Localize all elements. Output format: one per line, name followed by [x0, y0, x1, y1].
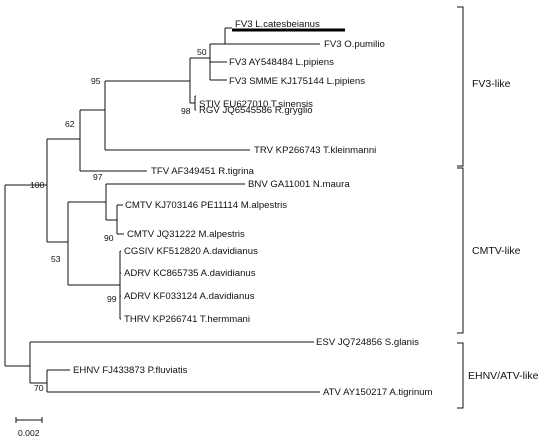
bootstrap-value: 90 — [104, 233, 114, 243]
bootstrap-value: 50 — [197, 47, 207, 57]
taxon-label: CGSIV KF512820 A.davidianus — [124, 246, 258, 257]
bootstrap-value: 95 — [91, 76, 101, 86]
ehnv-atv-like-label: EHNV/ATV-like — [468, 370, 539, 382]
bootstrap-value: 62 — [65, 119, 75, 129]
taxon-label: FV3 SMME KJ175144 L.pipiens — [229, 76, 365, 87]
bootstrap-value: 97 — [93, 172, 103, 182]
taxon-label: TFV AF349451 R.tigrina — [151, 166, 255, 177]
taxon-label: CMTV JQ31222 M.alpestris — [127, 229, 245, 240]
ehnv-atv-like-bracket — [457, 342, 464, 409]
fv3-like-bracket — [457, 6, 464, 167]
cmtv-like-label: CMTV-like — [472, 245, 521, 257]
bootstrap-value: 53 — [51, 254, 61, 264]
taxon-label: THRV KP266741 T.hermmani — [124, 314, 250, 325]
taxon-label: STIV EU627010 T.sinensis — [199, 99, 313, 110]
taxon-label: FV3 AY548484 L.pipiens — [229, 57, 334, 68]
taxon-label: ATV AY150217 A.tigrinum — [323, 387, 433, 398]
taxon-label: ADRV KF033124 A.davidianus — [124, 291, 255, 302]
bootstrap-value: 99 — [107, 294, 117, 304]
taxon-label: RGV JQ6545586 R.gryglio — [199, 105, 313, 116]
bootstrap-values: 50 95 98 62 100 97 90 53 99 70 — [30, 47, 207, 393]
taxon-label: FV3 O.pumilio — [324, 39, 385, 50]
scale-bar: 0.002 — [15, 417, 43, 438]
cmtv-like-bracket — [457, 167, 464, 334]
taxon-label: CMTV KJ703146 PE11114 M.alpestris — [125, 200, 287, 211]
bootstrap-value: 70 — [34, 383, 44, 393]
taxon-label: BNV GA11001 N.maura — [248, 179, 350, 190]
taxon-label: TRV KP266743 T.kleinmanni — [254, 145, 376, 156]
taxon-label: ESV JQ724856 S.glanis — [316, 337, 419, 348]
taxon-label: ADRV KC865735 A.davidianus — [124, 268, 256, 279]
taxon-label: FV3 L.catesbeianus — [235, 19, 320, 30]
taxon-labels: FV3 L.catesbeianus FV3 O.pumilio FV3 AY5… — [73, 19, 433, 398]
scale-bar-label: 0.002 — [18, 428, 40, 438]
taxon-label: EHNV FJ433873 P.fluviatis — [73, 365, 188, 376]
bootstrap-value: 100 — [30, 180, 45, 190]
fv3-like-label: FV3-like — [472, 78, 511, 90]
bootstrap-value: 98 — [181, 106, 191, 116]
group-brackets: FV3-like CMTV-like EHNV/ATV-like — [457, 6, 539, 409]
tree-branches — [4, 27, 345, 393]
